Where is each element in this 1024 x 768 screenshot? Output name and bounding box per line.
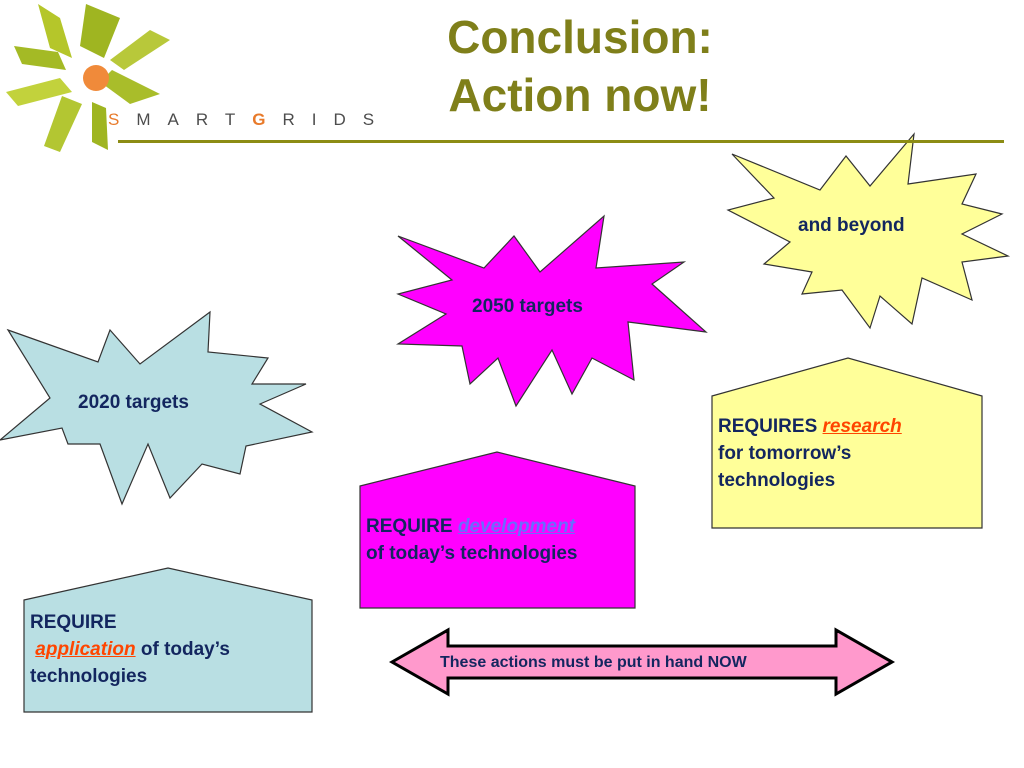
title-line-1: Conclusion: <box>447 11 713 63</box>
box-research-line1: REQUIRES research <box>718 413 980 440</box>
box-application-highlight: application <box>35 639 136 660</box>
box-research-line3: technologies <box>718 470 836 491</box>
box-application-line1: REQUIRE <box>30 612 117 633</box>
page-title: Conclusion: Action now! <box>300 8 860 124</box>
box-development-lead: REQUIRE <box>366 516 453 537</box>
box-research-highlight: research <box>822 416 902 437</box>
box-development-shape <box>359 451 636 609</box>
box-research-text: REQUIRES research for tomorrow’s technol… <box>718 413 980 494</box>
logo-wordmark: SMARTGRIDS <box>108 110 391 130</box>
burst-beyond-shape <box>726 132 1011 330</box>
box-development-line1: REQUIRE development <box>366 513 632 540</box>
logo-letter-g: G <box>252 110 283 129</box>
box-application-line2: application of today’s <box>30 636 310 663</box>
box-application-rest: of today’s <box>140 639 230 660</box>
logo-letter-s: S <box>108 110 137 129</box>
burst-2020-label: 2020 targets <box>78 392 189 413</box>
box-development-line2: of today’s technologies <box>366 543 578 564</box>
box-research-line2: for tomorrow’s <box>718 443 852 464</box>
double-arrow-shape <box>388 627 896 697</box>
box-application-line3: technologies <box>30 666 148 687</box>
burst-2050-label: 2050 targets <box>472 296 583 317</box>
title-line-2: Action now! <box>448 69 712 121</box>
box-application-text: REQUIRE application of today’s technolog… <box>30 609 310 690</box>
logo-text-mart: MART <box>136 110 253 129</box>
title-divider <box>118 140 1004 143</box>
burst-2050-shape <box>396 214 708 408</box>
burst-beyond-label: and beyond <box>798 215 905 236</box>
burst-2020-shape <box>0 310 314 506</box>
box-research-lead: REQUIRES <box>718 416 818 437</box>
smartgrids-logo-icon <box>6 4 170 152</box>
box-application-shape <box>23 567 313 713</box>
box-development-text: REQUIRE development of today’s technolog… <box>366 513 632 567</box>
arrow-label: These actions must be put in hand NOW <box>440 654 747 671</box>
box-research-shape <box>711 357 983 529</box>
logo-text-rids: RIDS <box>282 110 392 129</box>
box-development-highlight: development <box>457 516 576 537</box>
